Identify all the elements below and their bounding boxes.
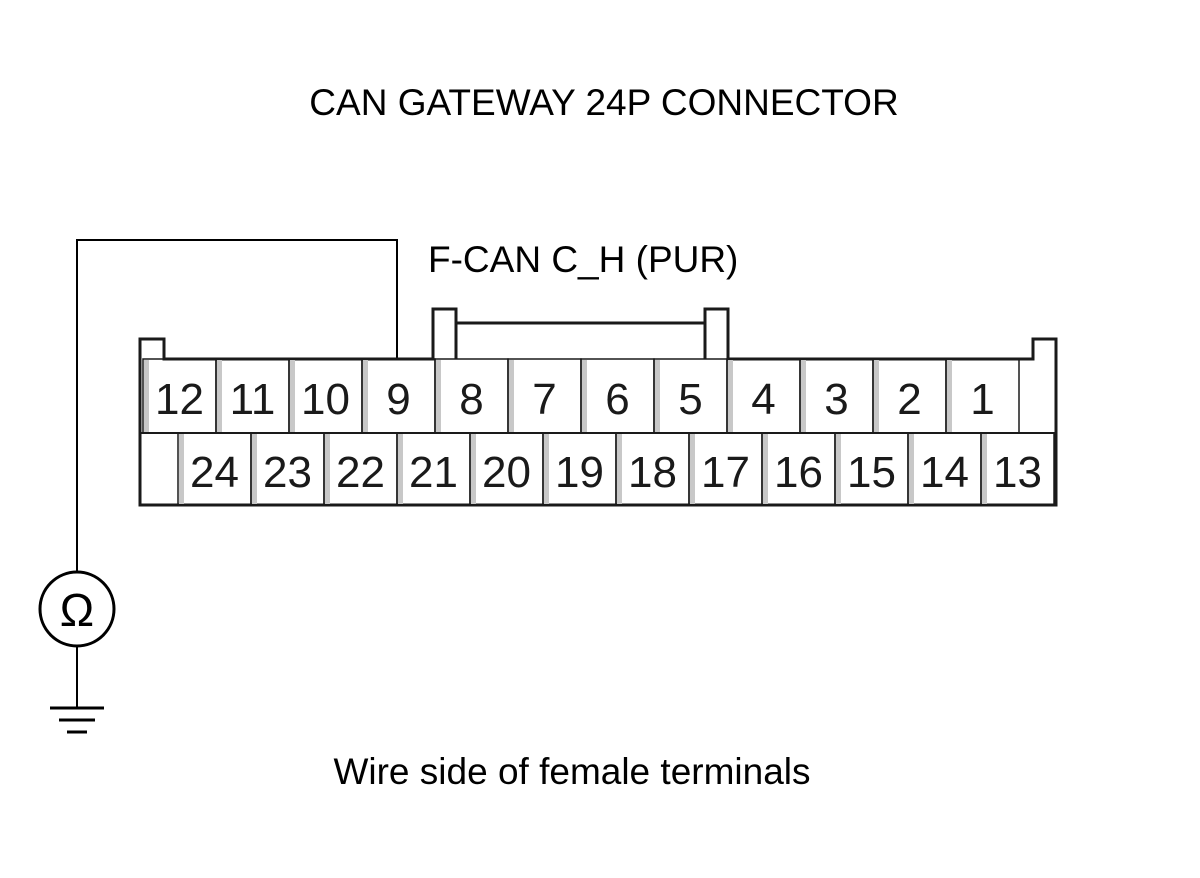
pin-cell-9: 9 xyxy=(361,358,436,434)
pin-cell-shade xyxy=(690,434,695,504)
pin-number: 20 xyxy=(482,448,531,497)
pin-number: 19 xyxy=(555,448,604,497)
pin-cell-shade xyxy=(290,360,295,432)
pin-cell-border xyxy=(980,432,1055,506)
pin-number: 1 xyxy=(970,375,994,424)
pin-cell-5: 5 xyxy=(653,358,728,434)
pin-number: 4 xyxy=(751,375,775,424)
pin-number: 11 xyxy=(230,375,276,424)
pin-number: 7 xyxy=(532,375,556,424)
pin-cell-18: 18 xyxy=(615,432,690,506)
pin-cell-19: 19 xyxy=(542,432,617,506)
pin-cell-shade xyxy=(982,434,987,504)
ohm-symbol: Ω xyxy=(60,584,94,636)
pin-cell-22: 22 xyxy=(323,432,398,506)
pin-cell-shade xyxy=(582,360,587,432)
pin-cell-shade xyxy=(763,434,768,504)
pin-cell-shade xyxy=(325,434,330,504)
pin-number: 3 xyxy=(824,375,848,424)
pin-cell-shade xyxy=(909,434,914,504)
connector-bottom-row: 24 23 22 21 20 19 18 17 16 15 14 13 xyxy=(177,432,1055,506)
pin-cell-shade xyxy=(836,434,841,504)
pin-cell-1: 1 xyxy=(945,358,1020,434)
pin-number: 18 xyxy=(628,448,677,497)
pin-cell-shade xyxy=(363,360,368,432)
pin-number: 22 xyxy=(336,448,385,497)
pin-number: 10 xyxy=(301,375,350,424)
pin-cell-24: 24 xyxy=(177,432,252,506)
pin-cell-21: 21 xyxy=(396,432,471,506)
pin-cell-3: 3 xyxy=(799,358,874,434)
pin-number: 14 xyxy=(920,448,969,497)
pin-number: 9 xyxy=(386,375,410,424)
pin-cell-shade xyxy=(471,434,476,504)
wire-label: F-CAN C_H (PUR) xyxy=(428,239,738,280)
pin-cell-6: 6 xyxy=(580,358,655,434)
pin-cell-shade xyxy=(874,360,879,432)
pin-number: 16 xyxy=(774,448,823,497)
pin-cell-shade xyxy=(509,360,514,432)
pin-number: 2 xyxy=(897,375,921,424)
pin-cell-shade xyxy=(436,360,441,432)
pin-cell-14: 14 xyxy=(907,432,982,506)
pin-cell-13: 13 xyxy=(980,432,1055,506)
test-lead-wire xyxy=(76,239,398,572)
pin-cell-shade xyxy=(217,360,222,432)
pin-cell-12: 12 xyxy=(142,358,217,434)
pin-cell-23: 23 xyxy=(250,432,325,506)
pin-number: 23 xyxy=(263,448,312,497)
pin-number: 15 xyxy=(847,448,896,497)
pin-number: 6 xyxy=(605,375,629,424)
pin-cell-11: 11 xyxy=(215,358,290,434)
pin-cell-4: 4 xyxy=(726,358,801,434)
pin-cell-16: 16 xyxy=(761,432,836,506)
pin-number: 24 xyxy=(190,448,239,497)
ground-icon xyxy=(50,646,104,734)
pin-cell-shade xyxy=(728,360,733,432)
pin-number: 8 xyxy=(459,375,483,424)
pin-number: 5 xyxy=(678,375,702,424)
pin-cell-shade xyxy=(179,434,184,504)
pin-cell-2: 2 xyxy=(872,358,947,434)
pin-cell-7: 7 xyxy=(507,358,582,434)
pin-cell-shade xyxy=(398,434,403,504)
pin-cell-8: 8 xyxy=(434,358,509,434)
pin-number: 21 xyxy=(409,448,458,497)
footer-caption: Wire side of female terminals xyxy=(333,751,810,792)
pin-cell-shade xyxy=(947,360,952,432)
pin-cell-shade xyxy=(617,434,622,504)
pin-cell-10: 10 xyxy=(288,358,363,434)
pin-cell-shade xyxy=(252,434,257,504)
pin-number: 13 xyxy=(993,448,1042,497)
pin-cell-shade xyxy=(655,360,660,432)
pin-cell-shade xyxy=(801,360,806,432)
pin-cell-shade xyxy=(544,434,549,504)
pin-number: 12 xyxy=(155,375,204,424)
ohmmeter-icon: Ω xyxy=(38,570,116,648)
pin-cell-20: 20 xyxy=(469,432,544,506)
pin-cell-shade xyxy=(144,360,149,432)
diagram-title: CAN GATEWAY 24P CONNECTOR xyxy=(309,82,898,123)
pin-number: 17 xyxy=(701,448,750,497)
pin-cell-17: 17 xyxy=(688,432,763,506)
pin-cell-15: 15 xyxy=(834,432,909,506)
